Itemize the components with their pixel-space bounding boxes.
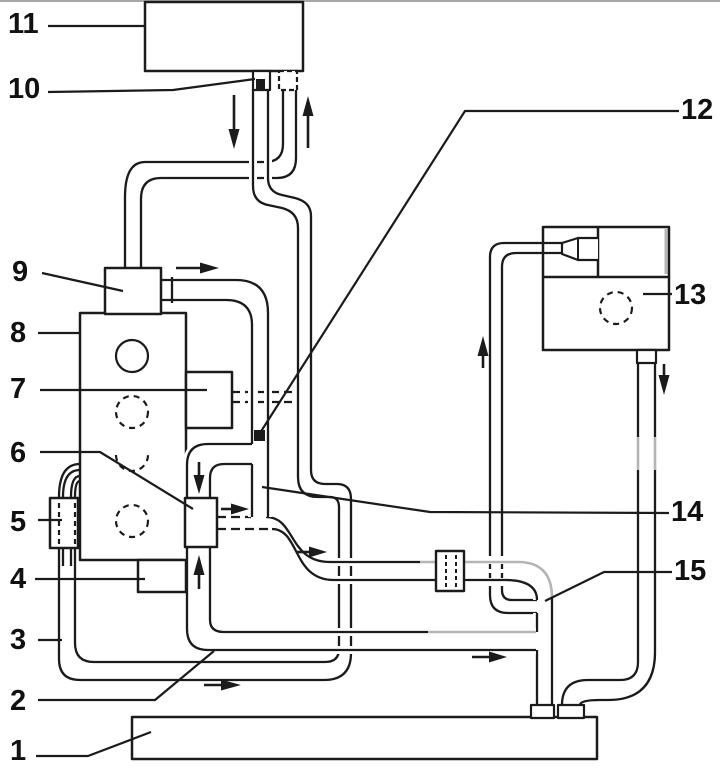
leader-6 [40, 450, 194, 510]
inner-hose-arc [69, 474, 81, 498]
callout-4-label: 4 [10, 563, 27, 595]
flow-arrow-right-icon [472, 651, 507, 663]
callout-1-label: 1 [10, 735, 27, 767]
callout-5-label: 5 [10, 506, 27, 538]
hose-coupling-15 [434, 549, 466, 593]
engine-block-8 [78, 311, 188, 562]
flow-arrow-up-icon [477, 336, 489, 368]
component-box-5 [48, 496, 80, 550]
callout-8-label: 8 [10, 317, 27, 349]
leader-1 [36, 730, 152, 758]
radiator-stub-a [529, 703, 556, 720]
component-box-4 [136, 558, 188, 594]
callout-10-label: 10 [8, 73, 41, 105]
flow-arrow-right-icon [296, 546, 327, 558]
water-pump-box-6 [183, 496, 219, 549]
flow-arrow-right-icon [221, 503, 249, 515]
component-box-7 [184, 370, 234, 430]
heater-return-hose-upper [249, 89, 315, 229]
tank-nozzle-fitting [560, 236, 598, 262]
leader-15 [544, 570, 672, 602]
callout-14-label: 14 [671, 496, 704, 528]
inner-hose-arc [61, 468, 81, 498]
radiator-box-1 [130, 715, 599, 761]
pump-outlet-hose [217, 513, 556, 705]
leader-9 [41, 271, 124, 293]
heater-core-box-11 [143, 0, 305, 73]
flow-arrows [176, 95, 670, 691]
thermostat-hoses [121, 89, 300, 517]
tank-bottom-hose [560, 363, 657, 706]
hidden-dash-remnant [488, 564, 504, 578]
flow-arrow-right-icon [176, 262, 219, 274]
tank-left-hose [488, 241, 563, 615]
callout-11-label: 11 [8, 8, 39, 40]
flow-arrow-down-icon [193, 462, 205, 494]
callout-6-label: 6 [10, 437, 27, 469]
callout-15-label: 15 [674, 555, 707, 587]
callout-2-label: 2 [10, 685, 27, 717]
leader-2 [38, 650, 215, 702]
callout-13-label: 13 [674, 279, 707, 311]
heater-port-fittings-10 [251, 69, 299, 92]
leader-lines [35, 24, 679, 758]
tank-bottom-port [635, 348, 658, 365]
junction-dot-icon [254, 430, 265, 441]
callout-7-label: 7 [10, 373, 27, 405]
flow-arrow-right-icon [204, 679, 241, 691]
leader-10 [47, 77, 256, 94]
leader-14 [261, 485, 670, 515]
leader-12 [259, 109, 679, 434]
flow-arrow-down-icon [228, 95, 240, 149]
thermostat-housing-box-9 [103, 266, 163, 316]
radiator-stub-b [556, 703, 586, 720]
callout-3-label: 3 [10, 624, 27, 656]
pump-bottom-hose [183, 547, 536, 654]
callout-12-label: 12 [681, 94, 714, 126]
flow-arrow-down-icon [658, 364, 670, 395]
flow-arrow-up-icon [193, 555, 205, 589]
flow-arrow-up-icon [302, 96, 314, 148]
callout-9-label: 9 [12, 256, 29, 288]
